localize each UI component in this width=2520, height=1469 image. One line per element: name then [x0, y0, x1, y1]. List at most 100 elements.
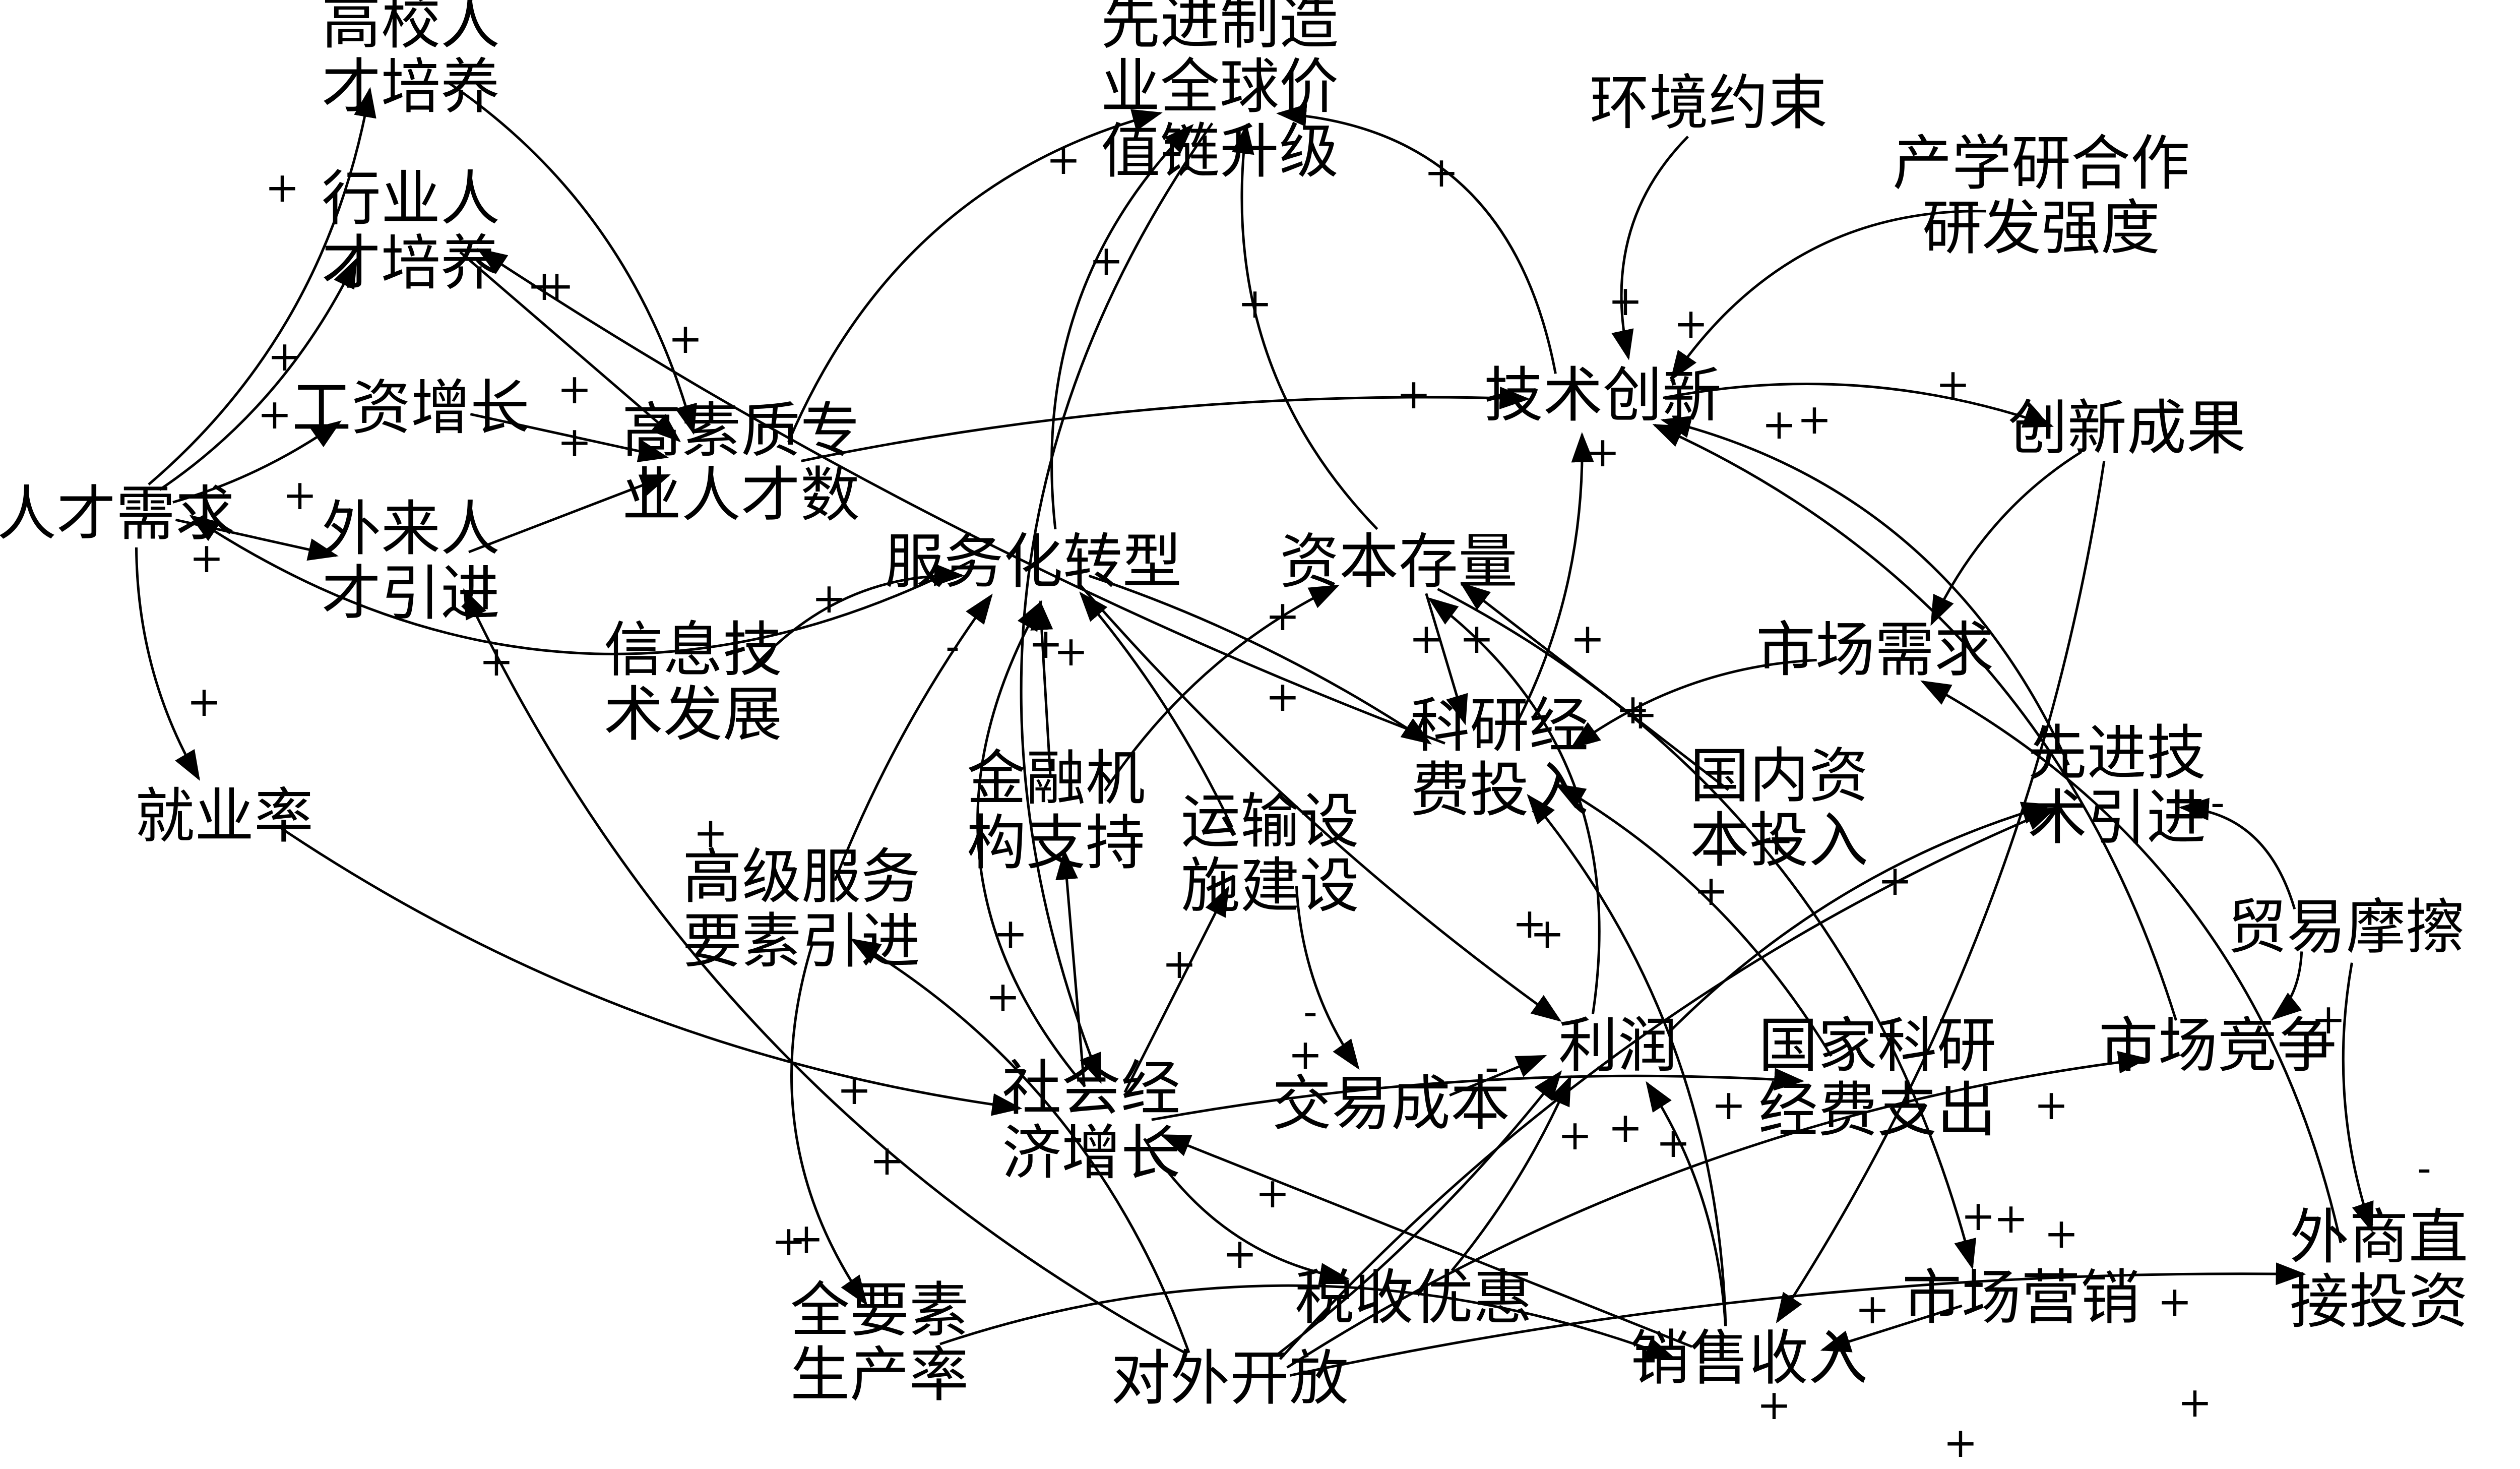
variable-label-line: 才引进 [322, 559, 500, 628]
variable-label-line: 高校人 [322, 0, 500, 57]
variable-label-line: 服务化转型 [885, 527, 1182, 596]
link-shehui-to-shuishou [1143, 1138, 1350, 1286]
link-shichang_xuqiu-to-keyan_touru [1570, 658, 1817, 749]
variable-gongzi: 工资增长 [292, 373, 530, 443]
variable-label-line: 先进制造 [1101, 0, 1339, 57]
link-jishu_chuangxin-to-xianjin_zhizao [1276, 104, 1557, 374]
link-rencai_xuqiu-to-gaoxiao [148, 87, 376, 486]
variable-chanxueyan: 产学研合作研发强度 [1893, 129, 2190, 263]
variable-jiuye: 就业率 [135, 781, 313, 851]
link-xianjin_zhizao-to-shehui [1020, 123, 1214, 1084]
polarity-plus: + [1656, 1119, 1691, 1167]
link-shichang_jingzheng-to-jishu_chuangxin [1652, 423, 2177, 1021]
polarity-plus: + [1054, 628, 1089, 676]
variable-shehui: 社会经济增长 [1002, 1054, 1180, 1188]
variable-labels: 高校人才培养行业人才培养工资增长人才需求外来人才引进高素质专业人才数就业率信息技… [0, 0, 2468, 1413]
link-gaoji_fuwu-to-quanyaosu [790, 944, 868, 1306]
variable-label-line: 税收优惠 [1295, 1263, 1533, 1332]
polarity-plus: + [283, 471, 318, 519]
polarity-plus: + [1513, 900, 1547, 948]
polarity-plus: + [1558, 1112, 1593, 1159]
polarity-minus: - [2211, 779, 2225, 827]
link-xiaoshou-to-lirun [1646, 1081, 1727, 1326]
variable-xinxi: 信息技术发展 [604, 615, 782, 749]
polarity-plus: + [1570, 615, 1605, 663]
variable-label-line: 值链升级 [1101, 116, 1339, 186]
link-waishang-to-shichang_xuqiu [1920, 680, 2342, 1244]
variable-gaoxiao: 高校人才培养 [322, 0, 500, 121]
variable-label-line: 研发强度 [1922, 193, 2160, 263]
link-duiwai-to-wailai [463, 588, 1188, 1355]
variable-label-line: 经费支出 [1758, 1075, 1996, 1145]
link-rencai_xuqiu-to-hangye [159, 257, 357, 491]
link-jiuye-to-shehui [280, 827, 1023, 1116]
polarity-plus: + [540, 262, 575, 310]
polarity-plus: + [2178, 1379, 2213, 1427]
variable-quanyaosu: 全要素生产率 [790, 1275, 969, 1410]
link-keyan_touru-to-hangye [476, 248, 1445, 745]
polarity-plus: + [2034, 1081, 2069, 1129]
polarity-minus: - [946, 623, 960, 670]
link-guojia_keyan-to-keyan_touru [1555, 783, 1833, 1057]
variable-gaosuzhi: 高素质专业人才数 [622, 396, 860, 530]
variable-keyan_touru: 科研经费投入 [1410, 691, 1589, 825]
variable-label-line: 资本存量 [1280, 527, 1518, 596]
polarity-plus: + [772, 1217, 806, 1265]
link-shuishou-to-lirun [1451, 1075, 1571, 1272]
polarity-plus: + [1797, 396, 1832, 444]
link-xiaoshou-to-shehui [1160, 1134, 1693, 1348]
polarity-plus: + [1460, 615, 1494, 663]
variable-jiaoyi: 交易成本 [1272, 1069, 1510, 1138]
link-shehui-to-yunshu [1123, 886, 1229, 1093]
polarity-plus: + [557, 365, 592, 413]
variable-label-line: 高级服务 [682, 842, 920, 911]
variable-label-line: 构支持 [967, 808, 1145, 878]
link-fuwuhua-to-keyan_touru [1088, 574, 1432, 745]
polarity-plus: + [837, 1066, 872, 1114]
polarity-plus: + [668, 315, 703, 363]
variable-label-line: 技术创新 [1484, 360, 1722, 430]
variable-xiaoshou: 销售收入 [1630, 1323, 1868, 1393]
variable-duiwai: 对外开放 [1111, 1343, 1349, 1413]
link-shehui-to-fuwuhua [976, 600, 1086, 1087]
polarity-plus: + [1616, 686, 1651, 733]
polarity-signs: ++++++++++++++++++++++++++++++++++++++++… [187, 136, 2431, 1467]
polarity-plus: + [1409, 615, 1444, 663]
polarity-plus: + [1530, 910, 1565, 958]
link-rencai_xuqiu-to-gongzi [172, 420, 342, 504]
polarity-plus: + [993, 910, 1028, 958]
link-shichang_yingxiao-to-xiaoshou [1820, 1304, 1963, 1353]
variable-label-line: 术发展 [604, 680, 782, 749]
variable-jinrong: 金融机构支持 [967, 744, 1145, 878]
variable-label-line: 市场需求 [1756, 615, 1994, 685]
polarity-minus: - [1303, 988, 1317, 1036]
variable-label-line: 要素引进 [682, 906, 920, 976]
polarity-plus: + [1608, 1104, 1643, 1152]
causal-links [135, 82, 2374, 1377]
polarity-plus: + [1238, 280, 1273, 328]
link-gaosuzhi-to-xianjin_zhizao [787, 109, 1163, 443]
link-gaoji_fuwu-to-fuwuhua [834, 593, 993, 881]
link-yunshu-to-fuwuhua [1079, 591, 1233, 828]
polarity-plus: + [265, 164, 300, 212]
variable-label-line: 接投资 [2290, 1267, 2468, 1336]
variable-label-line: 术引进 [2028, 783, 2206, 852]
variable-shichang_yingxiao: 市场营销 [1902, 1263, 2140, 1332]
variable-label-line: 国家科研 [1758, 1011, 1996, 1080]
polarity-plus: + [1586, 429, 1620, 476]
variable-label-line: 行业人 [322, 164, 500, 233]
link-shehui-to-guojia_keyan [1151, 1068, 1805, 1121]
variable-fuwuhua: 服务化转型 [885, 527, 1182, 596]
variable-label-line: 本投入 [1690, 806, 1868, 875]
variable-label-line: 金融机 [967, 744, 1145, 813]
variable-label-line: 施建设 [1181, 851, 1359, 921]
variable-yunshu: 运输设施建设 [1181, 786, 1359, 921]
variable-label-line: 生产率 [790, 1340, 969, 1410]
variable-label-line: 全要素 [790, 1275, 969, 1345]
link-keyan_touru-to-jishu_chuangxin [1515, 432, 1594, 725]
link-maoyi-to-waishang [2342, 962, 2374, 1233]
polarity-plus: + [1608, 277, 1643, 325]
variable-label-line: 创新成果 [2008, 393, 2246, 463]
polarity-plus: + [1759, 817, 1794, 865]
polarity-plus: + [1424, 149, 1459, 197]
